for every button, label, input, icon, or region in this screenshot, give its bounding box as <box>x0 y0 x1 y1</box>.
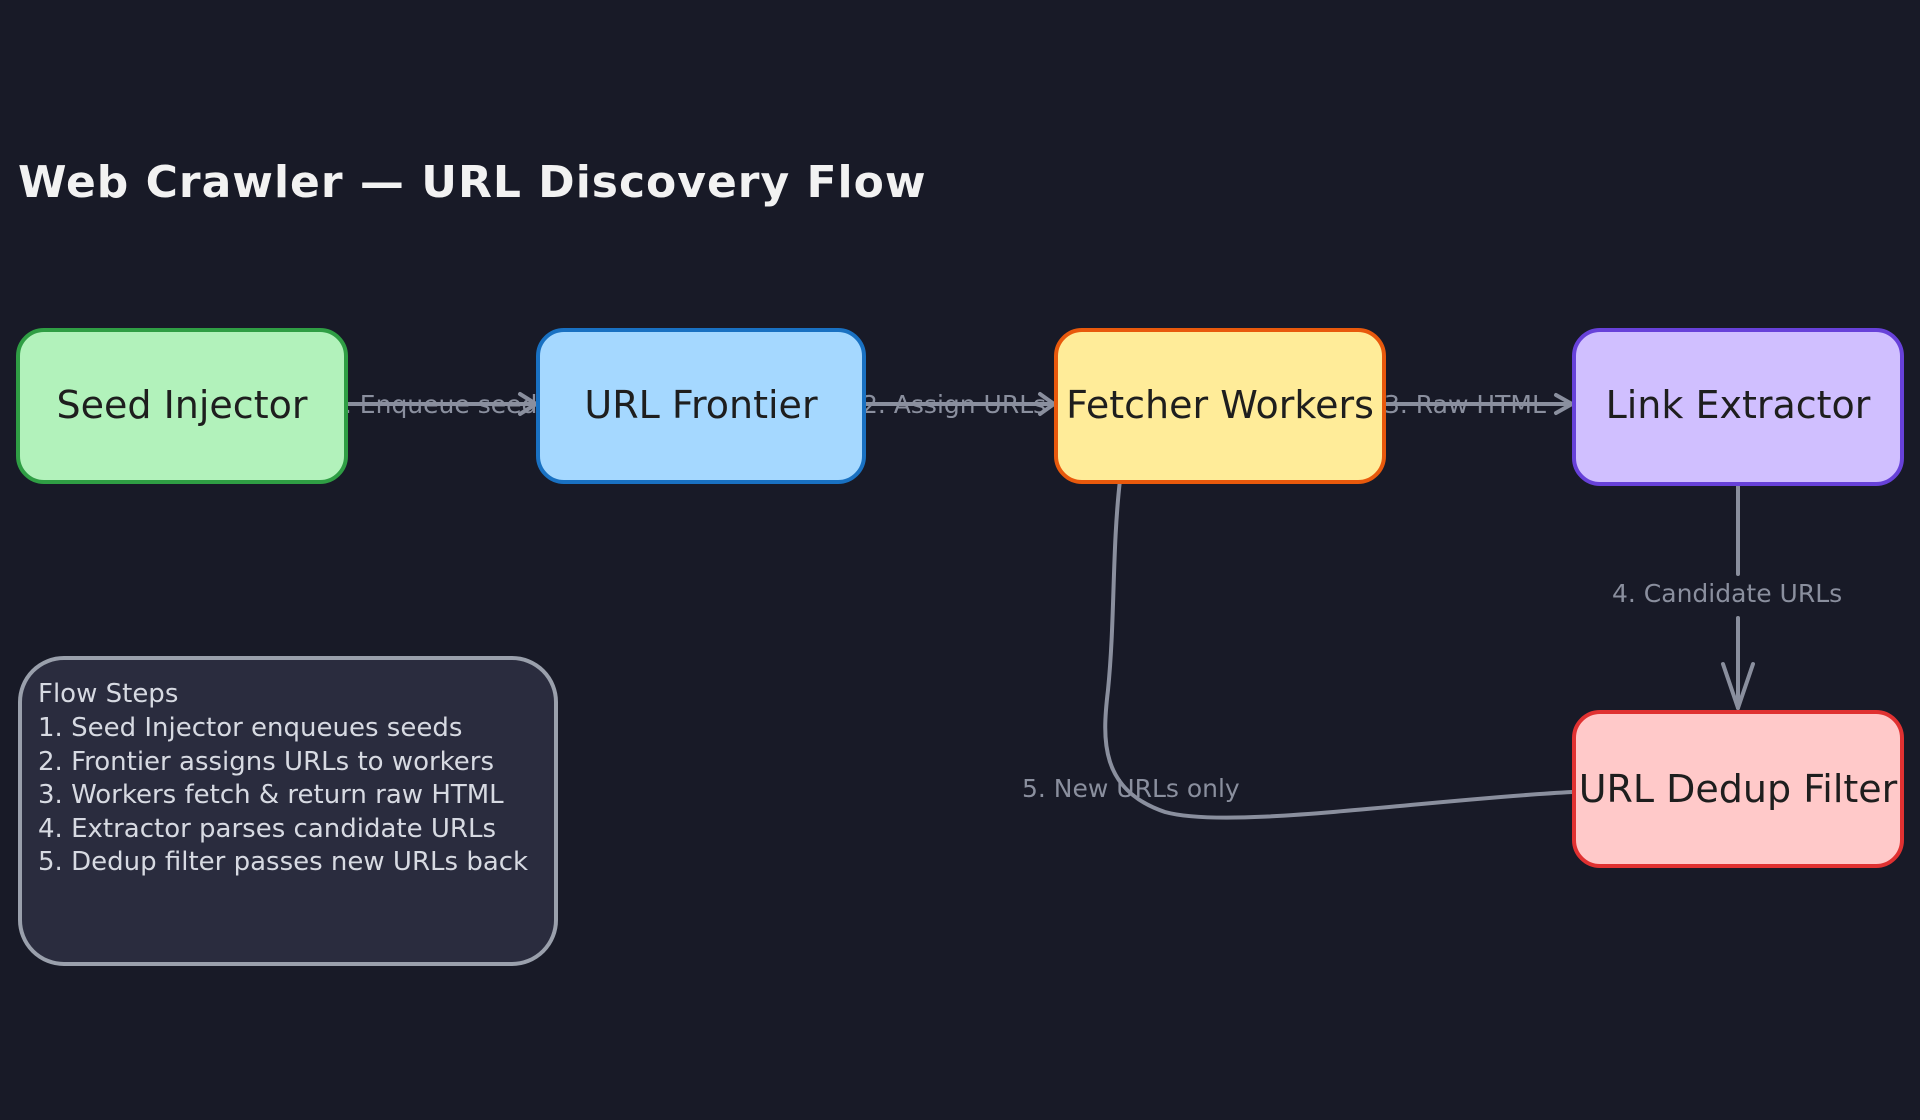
notes-line-3: 3. Workers fetch & return raw HTML <box>38 780 504 810</box>
node-label-url-frontier: URL Frontier <box>584 383 818 427</box>
arrowhead-icon <box>1721 662 1755 710</box>
node-border <box>536 328 866 484</box>
notes-line-2: 2. Frontier assigns URLs to workers <box>38 747 494 777</box>
node-link-extractor[interactable]: Link Extractor <box>1572 328 1904 486</box>
node-box <box>1574 330 1902 484</box>
node-label-seed-injector: Seed Injector <box>57 383 308 427</box>
node-label-fetcher-workers: Fetcher Workers <box>1066 383 1374 427</box>
node-seed-injector[interactable]: Seed Injector <box>16 328 348 484</box>
notes-title: Flow Steps <box>38 679 178 709</box>
diagram-title: Web Crawler — URL Discovery Flow <box>18 157 927 208</box>
notes-line-1: 1. Seed Injector enqueues seeds <box>38 713 462 743</box>
node-box <box>18 330 346 482</box>
node-fetcher-workers[interactable]: Fetcher Workers <box>1054 328 1386 484</box>
edge-label-fetcher-to-extractor: 3. Raw HTML <box>1384 390 1546 419</box>
node-box <box>538 330 864 482</box>
flow-steps-panel: Flow Steps 1. Seed Injector enqueues see… <box>18 656 558 966</box>
node-border <box>16 328 348 484</box>
nodes: Seed Injector URL Frontier Fetcher Worke… <box>16 328 1904 868</box>
node-label-url-dedup-filter: URL Dedup Filter <box>1579 767 1898 811</box>
edge-frontier-to-fetcher[interactable]: 2. Assign URLs <box>862 390 1056 419</box>
edge-fetcher-to-extractor[interactable]: 3. Raw HTML <box>1382 390 1574 419</box>
node-label-link-extractor: Link Extractor <box>1606 383 1871 427</box>
node-border <box>1572 710 1904 868</box>
edge-label-frontier-to-fetcher: 2. Assign URLs <box>862 390 1046 419</box>
edge-label-extractor-to-dedup: 4. Candidate URLs <box>1612 579 1842 608</box>
notes-box <box>20 658 556 964</box>
edge-extractor-to-dedup[interactable]: 4. Candidate URLs <box>1612 484 1842 710</box>
edge-seed-to-frontier[interactable]: 1. Enqueue seeds <box>328 390 550 419</box>
node-url-frontier[interactable]: URL Frontier <box>536 328 866 484</box>
edge-label-dedup-to-fetcher: 5. New URLs only <box>1022 774 1240 803</box>
node-border <box>1572 328 1904 486</box>
notes-line-5: 5. Dedup filter passes new URLs back <box>38 847 528 877</box>
notes-border <box>18 656 558 966</box>
edge-label-seed-to-frontier: 1. Enqueue seeds <box>328 390 550 419</box>
node-box <box>1056 330 1384 482</box>
node-box <box>1574 712 1902 866</box>
notes-line-4: 4. Extractor parses candidate URLs <box>38 814 496 844</box>
node-url-dedup-filter[interactable]: URL Dedup Filter <box>1572 710 1904 868</box>
node-border <box>1054 328 1386 484</box>
